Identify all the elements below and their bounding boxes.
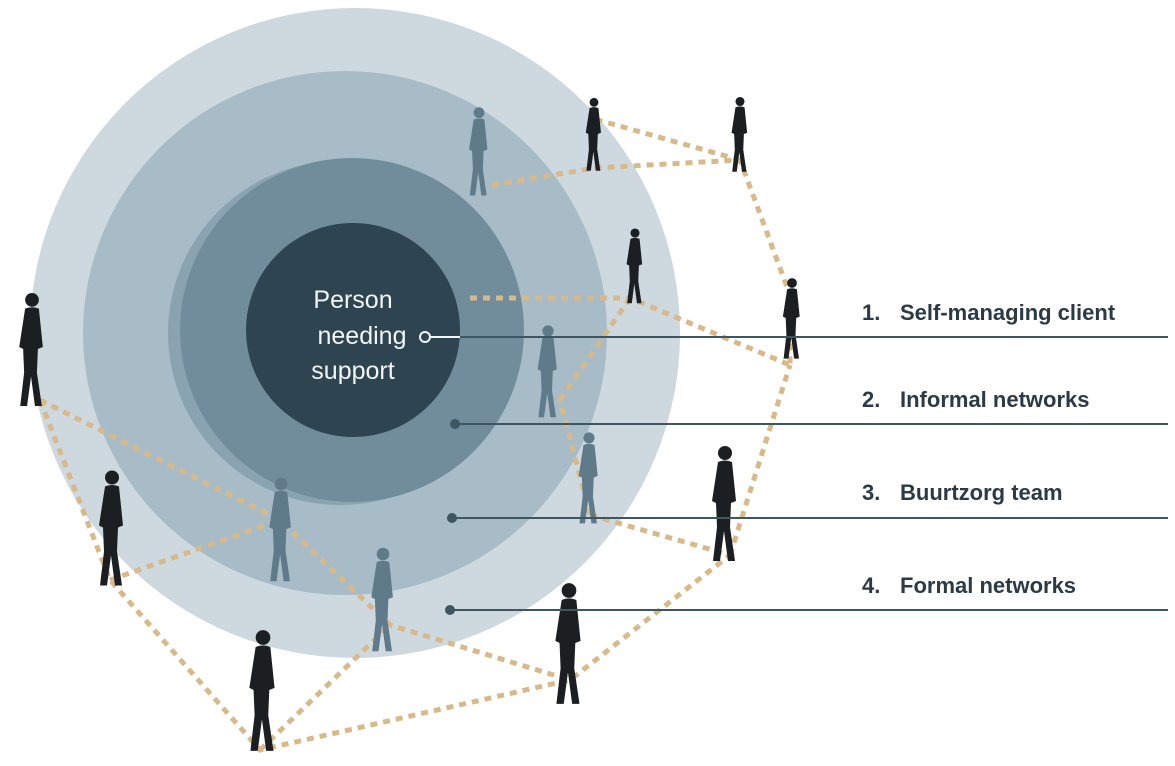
person-silhouette-icon [712, 446, 736, 561]
layer-label-2: 2. Informal networks [862, 387, 1089, 412]
layer-number-4: 4. [862, 573, 880, 598]
core-circle [246, 223, 460, 437]
center-line-1: Person [313, 286, 392, 314]
layer-text-4: Formal networks [900, 573, 1076, 598]
layer-number-2: 2. [862, 387, 880, 412]
center-line-3: support [311, 357, 394, 385]
layer-text-1: Self-managing client [900, 300, 1116, 325]
layer-label-4: 4. Formal networks [862, 573, 1076, 598]
person-silhouette-icon [249, 630, 275, 751]
layer-text-3: Buurtzorg team [900, 480, 1063, 505]
layer-number-1: 1. [862, 300, 880, 325]
person-silhouette-icon [555, 583, 581, 704]
layer-label-1: 1. Self-managing client [862, 300, 1116, 325]
layer-number-3: 3. [862, 480, 880, 505]
center-line-2: needing [318, 322, 407, 350]
layer-label-3: 3. Buurtzorg team [862, 480, 1063, 505]
layer-text-2: Informal networks [900, 387, 1089, 412]
